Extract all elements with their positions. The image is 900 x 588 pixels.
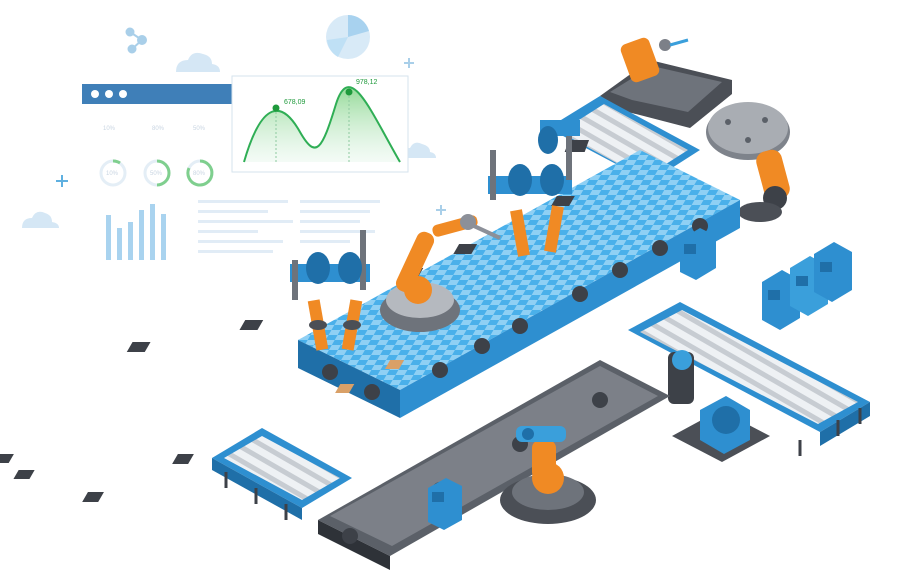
progress-label: 50% [193, 126, 206, 132]
pie-chart-icon [326, 15, 370, 59]
gauge: 50% [143, 159, 171, 187]
browser-window-bar [82, 84, 232, 184]
gauge: 80% [186, 159, 214, 187]
peak-label: 678,09 [284, 99, 306, 106]
cloud-icon [400, 142, 436, 158]
cloud-icon [176, 52, 220, 72]
plus-icon [404, 58, 414, 68]
gantry-robot [290, 230, 370, 351]
dark-conveyor [82, 360, 670, 570]
right-roller-conveyor [628, 302, 870, 456]
control-cabinet [428, 478, 462, 530]
transfer-robot [668, 350, 770, 462]
rotary-table-robot [706, 102, 790, 222]
gauge-value: 10% [106, 171, 119, 177]
gauge-value: 50% [150, 171, 163, 177]
left-roller-conveyor [0, 428, 352, 520]
progress-label: 10% [103, 126, 116, 132]
bar-chart-icon [106, 204, 166, 260]
cloud-icon [22, 211, 59, 228]
line-chart-card: 678,09 978,12 [231, 75, 409, 173]
welding-robot [380, 214, 501, 332]
plus-icon [56, 175, 68, 187]
top-dark-conveyor [600, 37, 732, 128]
control-cabinet [680, 228, 716, 280]
gauge: 10% [99, 159, 127, 187]
peak-label: 978,12 [356, 79, 378, 86]
control-cabinet-group [762, 242, 852, 330]
gauge-value: 80% [193, 171, 206, 177]
dashboard-decor: 10% 80% 50% 10% 50% 80% [22, 15, 446, 260]
plus-icon [436, 205, 446, 215]
progress-label: 80% [152, 126, 165, 132]
gantry-robot [488, 120, 580, 257]
loading-robot [500, 426, 596, 524]
share-icon [125, 27, 147, 54]
text-lines [198, 200, 380, 253]
